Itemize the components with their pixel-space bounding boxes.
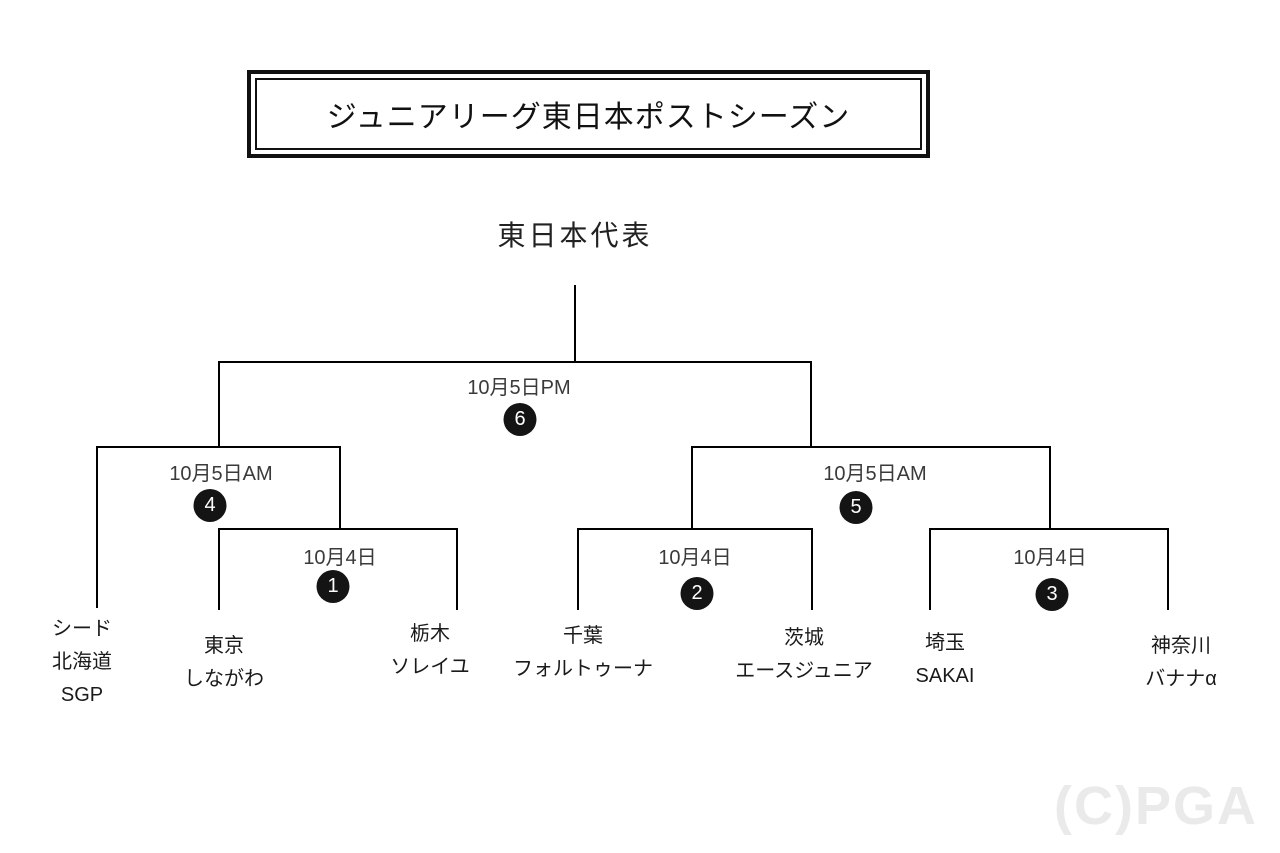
match-4-date: 10月5日AM bbox=[169, 463, 273, 485]
match-3-number: 3 bbox=[1035, 578, 1069, 611]
bracket-line bbox=[810, 361, 812, 448]
bracket-line bbox=[574, 285, 576, 362]
team-line: シード bbox=[52, 618, 112, 640]
team-line: 北海道 bbox=[52, 651, 112, 673]
team-saitama-sakai: 埼玉 SAKAI bbox=[916, 627, 975, 693]
match-3-date: 10月4日 bbox=[1013, 547, 1087, 569]
title-box: ジュニアリーグ東日本ポストシーズン bbox=[247, 70, 930, 158]
bracket-line bbox=[1049, 446, 1051, 530]
team-chiba-fortuna: 千葉 フォルトゥーナ bbox=[513, 620, 653, 686]
bracket-line bbox=[577, 528, 579, 610]
match-5-date: 10月5日AM bbox=[823, 463, 927, 485]
team-line: 千葉 bbox=[563, 625, 603, 647]
team-line: 神奈川 bbox=[1151, 635, 1211, 657]
team-tokyo-shinagawa: 東京 しながわ bbox=[184, 630, 264, 696]
team-line: 埼玉 bbox=[924, 632, 965, 654]
team-line: SGP bbox=[60, 684, 104, 706]
champion-label: 東日本代表 bbox=[497, 220, 653, 251]
bracket-line bbox=[96, 446, 98, 608]
bracket-line bbox=[218, 361, 812, 363]
team-line: 栃木 bbox=[409, 623, 450, 645]
match-5-number: 5 bbox=[839, 491, 873, 524]
match-6-number: 6 bbox=[503, 403, 537, 436]
bracket-line bbox=[1167, 528, 1169, 610]
bracket-line bbox=[691, 446, 1051, 448]
bracket-line bbox=[96, 446, 341, 448]
match-2-number: 2 bbox=[680, 577, 714, 610]
match-1-date: 10月4日 bbox=[303, 547, 377, 569]
page-title: ジュニアリーグ東日本ポストシーズン bbox=[326, 101, 851, 134]
bracket-line bbox=[691, 446, 693, 530]
copyright-watermark: (C)PGA bbox=[1054, 776, 1258, 836]
team-line: ソレイユ bbox=[390, 656, 470, 678]
team-line: しながわ bbox=[184, 668, 264, 690]
match-2-date: 10月4日 bbox=[658, 547, 732, 569]
team-line: 東京 bbox=[204, 635, 244, 657]
team-line: フォルトゥーナ bbox=[513, 658, 653, 680]
match-1-number: 1 bbox=[316, 570, 350, 603]
bracket-line bbox=[339, 446, 341, 530]
bracket-line bbox=[456, 528, 458, 610]
team-line: エースジュニア bbox=[735, 660, 873, 682]
team-ibaraki-acejunior: 茨城 エースジュニア bbox=[735, 622, 873, 688]
match-4-number: 4 bbox=[193, 489, 227, 522]
bracket-line bbox=[218, 361, 220, 448]
team-line: SAKAI bbox=[915, 665, 975, 687]
match-6-date: 10月5日PM bbox=[467, 377, 571, 399]
team-line: バナナα bbox=[1145, 668, 1217, 690]
team-kanagawa-banana: 神奈川 バナナα bbox=[1145, 630, 1217, 696]
bracket-line bbox=[929, 528, 1169, 530]
bracket-line bbox=[577, 528, 813, 530]
bracket-line bbox=[811, 528, 813, 610]
team-tochigi-soleil: 栃木 ソレイユ bbox=[390, 618, 470, 684]
bracket-line bbox=[929, 528, 931, 610]
bracket-line bbox=[218, 528, 458, 530]
team-line: 茨城 bbox=[783, 627, 824, 649]
bracket-line bbox=[218, 528, 220, 610]
title-inner-frame: ジュニアリーグ東日本ポストシーズン bbox=[255, 78, 922, 150]
team-hokkaido-sgp: シード 北海道 SGP bbox=[52, 613, 112, 712]
